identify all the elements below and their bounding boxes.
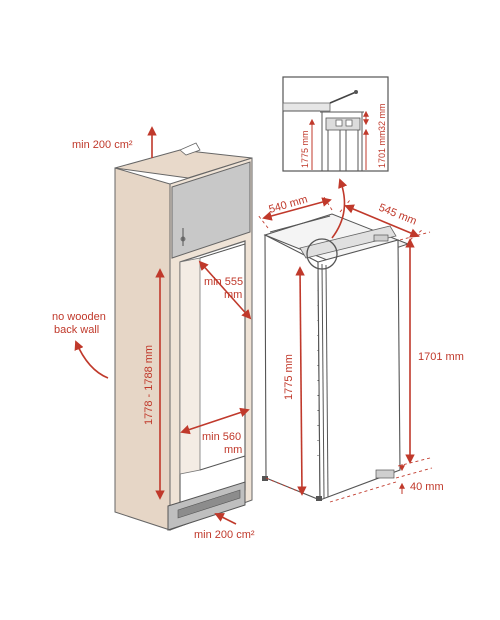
detail-frame — [282, 76, 389, 172]
bottom-hinge — [375, 469, 395, 479]
fridge-front-door — [317, 239, 401, 501]
unit-depth-label: 545 mm — [377, 202, 418, 228]
detail-callout-circle — [306, 238, 338, 270]
niche-width-label-line1: min 560 — [202, 431, 241, 443]
niche-width-label-line2: mm — [224, 444, 242, 456]
detail-hinge-block — [325, 117, 361, 131]
plinth-gap-label: 40 mm — [410, 481, 444, 493]
back-wall-label-line2: back wall — [54, 324, 99, 336]
door-height-label: 1701 mm — [418, 351, 464, 363]
unit-width-label: 540 mm — [268, 193, 310, 215]
detail-cabinet-top — [282, 102, 331, 112]
hinge-detail-inset — [282, 76, 389, 172]
top-hinge — [373, 234, 389, 242]
detail-gap-label: 32 mm — [377, 103, 387, 131]
back-wall-label-line1: no wooden — [52, 311, 106, 323]
niche-height-label: 1778 - 1788 mm — [143, 345, 155, 425]
plinth-vent-slot — [177, 489, 241, 519]
cabinet-niche-inner-side — [179, 257, 201, 475]
cabinet-upper-door — [171, 161, 251, 259]
detail-height-right-label: 1701 mm — [377, 130, 387, 168]
niche-depth-label-line1: min 555 — [204, 276, 243, 288]
unit-height-label: 1775 mm — [283, 354, 295, 400]
niche-depth-label-line2: mm — [224, 289, 242, 301]
fridge-foot-left — [262, 476, 268, 481]
top-vent-label: min 200 cm² — [72, 139, 133, 151]
fridge-foot-right — [316, 496, 322, 501]
cabinet-top-vent — [179, 142, 201, 156]
bottom-vent-label: min 200 cm² — [194, 529, 255, 541]
detail-height-left-label: 1775 mm — [300, 130, 310, 168]
kitchen-cabinet — [114, 142, 253, 531]
